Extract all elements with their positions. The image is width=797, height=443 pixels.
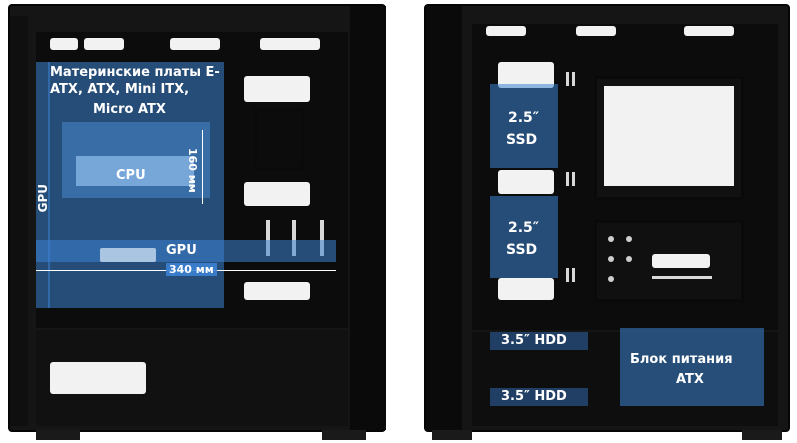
case-foot: [36, 430, 80, 440]
case-foot: [742, 430, 782, 440]
screw-hole: [608, 276, 614, 282]
case-foot: [322, 430, 366, 440]
ssd-bay-1-overlay: [490, 84, 558, 168]
screw-hole: [626, 256, 632, 262]
cable-grommet: [244, 282, 310, 300]
tie-slot: [572, 268, 575, 282]
psu-label-line1: Блок питания: [630, 352, 733, 367]
gpu-length-label: 340 мм: [166, 263, 217, 276]
left-front-pillar: [350, 6, 386, 430]
ssd-bay-2-overlay: [490, 196, 558, 278]
tie-slot: [566, 268, 569, 282]
psu-window: [50, 362, 146, 394]
top-vent-slot: [84, 38, 124, 50]
ssd-bay-slot: [498, 62, 554, 88]
hdd-2-label: 3.5″ HDD: [501, 389, 567, 404]
right-case-body: [424, 4, 790, 440]
left-rear-pillar: [10, 16, 28, 426]
tie-slot: [266, 220, 270, 256]
motherboard-label: Материнские платы E-ATX, ATX, Mini ITX,: [50, 65, 220, 97]
ssd-2-size-label: 2.5″: [508, 220, 540, 236]
cpu-cooler-height-label: 160 мм: [186, 148, 199, 193]
hdd-2-overlay: [490, 388, 588, 406]
ssd-1-size-label: 2.5″: [508, 110, 540, 126]
psu-overlay: [620, 328, 764, 406]
cpu-window: [604, 86, 734, 186]
psu-label-line2: ATX: [676, 372, 704, 387]
motherboard-label-line2: Micro ATX: [93, 102, 166, 117]
gpu-horizontal-label: GPU: [166, 243, 197, 258]
cpu-cutout: [254, 108, 304, 170]
tie-slot: [652, 276, 712, 279]
gpu-bracket-marker: [100, 248, 156, 262]
right-front-pillar: [426, 6, 462, 430]
top-vent-slot: [170, 38, 220, 50]
screw-hole: [608, 256, 614, 262]
top-vent-slot: [50, 38, 78, 50]
cable-grommet: [244, 182, 310, 206]
top-vent-slot: [576, 26, 616, 36]
cable-grommet: [244, 76, 310, 102]
drive-cage: [594, 220, 744, 302]
ssd-1-type-label: SSD: [506, 132, 538, 148]
cooler-height-arrow: [202, 130, 203, 204]
top-vent-slot: [486, 26, 526, 36]
ssd-2-type-label: SSD: [506, 242, 538, 258]
top-vent-slot: [260, 38, 320, 50]
tie-slot: [320, 220, 324, 256]
ssd-bay-slot: [498, 170, 554, 194]
screw-hole: [608, 236, 614, 242]
tie-slot: [572, 172, 575, 186]
tie-slot: [572, 72, 575, 86]
tie-slot: [566, 72, 569, 86]
top-vent-slot: [684, 26, 734, 36]
case-foot: [432, 430, 472, 440]
hdd-1-label: 3.5″ HDD: [501, 333, 567, 348]
screw-hole: [626, 236, 632, 242]
hdd-1-overlay: [490, 332, 588, 350]
tie-slot: [566, 172, 569, 186]
cpu-label: CPU: [116, 168, 146, 183]
tie-slot: [292, 220, 296, 256]
gpu-vertical-label: GPU: [36, 184, 50, 213]
drive-cage-slot: [652, 254, 710, 268]
cpu-overlay: [76, 156, 194, 186]
ssd-bay-slot: [498, 278, 554, 300]
